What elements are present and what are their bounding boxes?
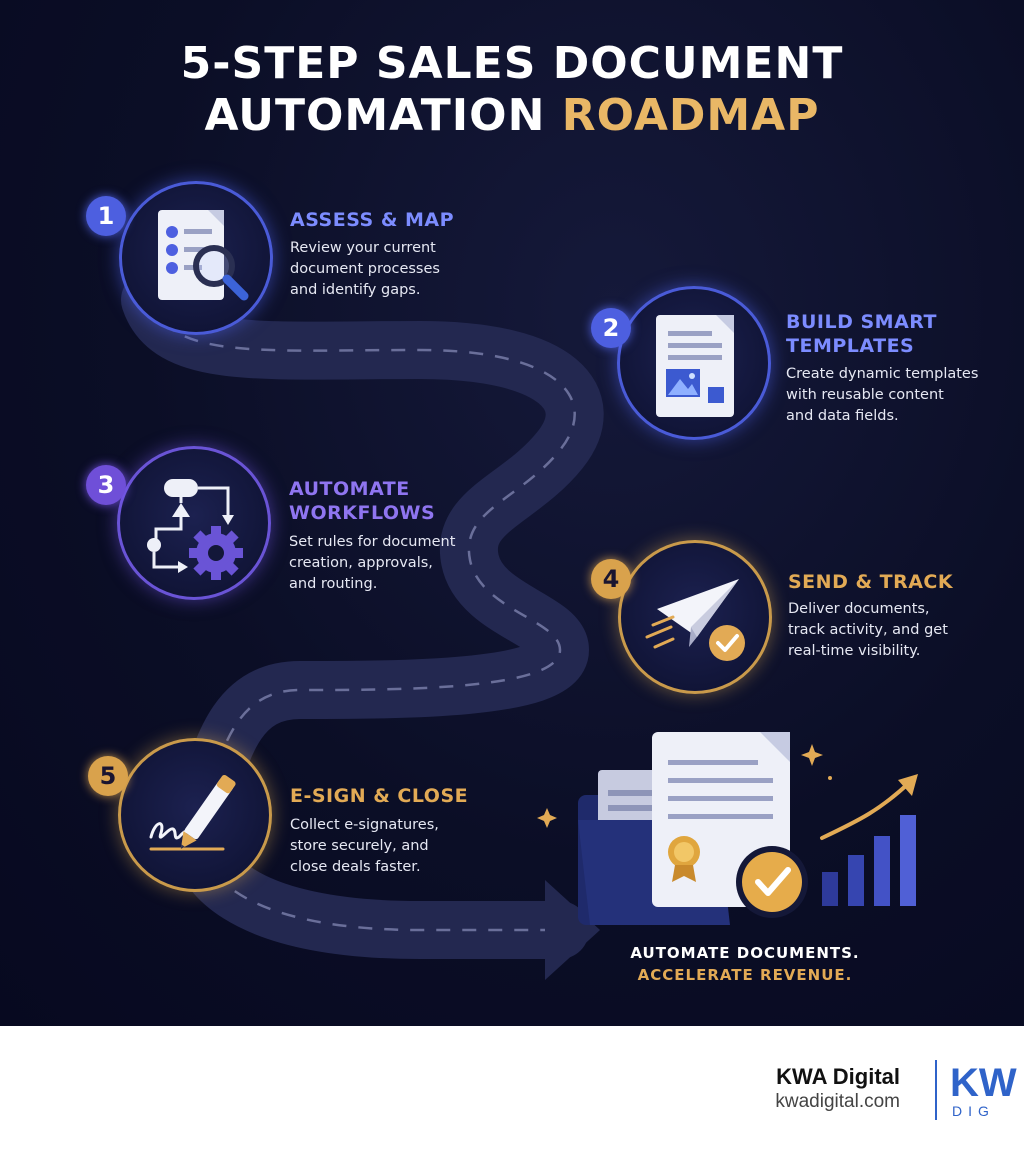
brand-url[interactable]: kwadigital.com: [775, 1091, 900, 1112]
footer: [0, 1026, 1024, 1154]
logo-letters: KW: [950, 1061, 1017, 1105]
signature-pen-icon: [149, 775, 236, 851]
title-highlight: ROADMAP: [561, 90, 820, 141]
tagline-line-1: AUTOMATE DOCUMENTS.: [630, 944, 860, 962]
step-1-badge: 1: [86, 196, 126, 236]
logo-sub: DIG: [952, 1103, 995, 1119]
step-4-circle: [618, 540, 772, 694]
road-arrow-head: [545, 880, 600, 980]
step-5-title: E-SIGN & CLOSE: [290, 785, 469, 807]
step-4-title: SEND & TRACK: [788, 571, 954, 593]
step-4-description: Deliver documents, track activity, and g…: [788, 601, 948, 659]
revenue-illustration: [537, 732, 918, 925]
step-2-circle: [617, 286, 771, 440]
workflow-gear-icon: [147, 479, 243, 580]
step-1-title: ASSESS & MAP: [290, 209, 455, 231]
tagline-line-2: ACCELERATE REVENUE.: [637, 966, 853, 984]
step-2-title-line-2: TEMPLATES: [786, 335, 915, 357]
document-magnifier-icon: [158, 210, 249, 301]
paper-plane-icon: [645, 579, 745, 661]
brand-divider: [935, 1060, 937, 1120]
kwa-logo-icon: KW DIG: [950, 1061, 1017, 1119]
template-document-icon: [656, 315, 734, 417]
title-line-2: AUTOMATION ROADMAP: [0, 90, 1024, 141]
step-1-description: Review your current document processes a…: [290, 240, 440, 298]
step-3-title-line-2: WORKFLOWS: [289, 502, 436, 524]
infographic-canvas: 5-STEP SALES DOCUMENT AUTOMATION ROADMAP…: [0, 0, 1024, 1026]
title-line-1: 5-STEP SALES DOCUMENT: [180, 38, 844, 89]
step-2-title-line-1: BUILD SMART: [786, 311, 938, 333]
step-5-badge: 5: [88, 756, 128, 796]
brand-name: KWA Digital: [776, 1064, 900, 1089]
step-1-circle: [119, 181, 273, 335]
step-5-circle: [118, 738, 272, 892]
step-2-badge: 2: [591, 308, 631, 348]
step-5-description: Collect e-signatures, store securely, an…: [290, 817, 439, 875]
road-center-line: [148, 299, 576, 932]
step-3-description: Set rules for document creation, approva…: [289, 534, 456, 592]
step-3-circle: [117, 446, 271, 600]
step-3-badge: 3: [86, 465, 126, 505]
step-2-description: Create dynamic templates with reusable c…: [786, 366, 979, 424]
title-line-2-text: AUTOMATION: [204, 90, 562, 141]
step-3-title-line-1: AUTOMATE: [289, 478, 410, 500]
step-4-badge: 4: [591, 559, 631, 599]
